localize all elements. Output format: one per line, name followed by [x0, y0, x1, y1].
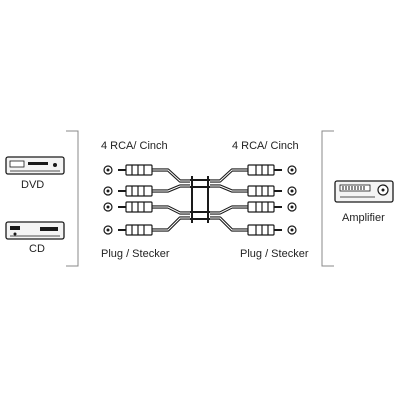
left-plug-caption: Plug / Stecker	[101, 248, 170, 260]
right-connector-header: 4 RCA/ Cinch	[232, 140, 299, 152]
left-sockets	[103, 165, 113, 235]
right-bracket	[321, 130, 334, 267]
left-socket-4	[103, 225, 113, 235]
right-socket-3	[287, 202, 297, 212]
left-bracket	[66, 130, 79, 267]
right-plug-caption: Plug / Stecker	[240, 248, 309, 260]
right-wire-bundle	[210, 168, 248, 232]
cd-label: CD	[29, 243, 45, 255]
dvd-player-icon	[5, 156, 65, 175]
right-sockets	[287, 165, 297, 235]
left-wire-bundle	[152, 168, 190, 232]
right-plug-3	[247, 201, 282, 213]
right-plug-2	[247, 185, 282, 197]
left-plug-3	[118, 201, 153, 213]
cd-player-icon	[5, 221, 65, 240]
right-wire-bundle-inner	[210, 169, 248, 231]
left-plug-4	[118, 224, 153, 236]
amplifier-icon	[334, 180, 394, 203]
dvd-label: DVD	[21, 179, 45, 191]
left-plug-2	[118, 185, 153, 197]
left-socket-3	[103, 202, 113, 212]
right-plug-1	[247, 164, 282, 176]
left-plug-1	[118, 164, 153, 176]
left-socket-2	[103, 186, 113, 196]
right-socket-4	[287, 225, 297, 235]
right-socket-1	[287, 165, 297, 175]
right-socket-2	[287, 186, 297, 196]
left-wire-bundle-inner	[152, 169, 190, 231]
right-plugs	[247, 164, 282, 236]
right-plug-4	[247, 224, 282, 236]
amplifier-label: Amplifier	[342, 212, 385, 224]
center-cable-sleeve	[190, 176, 210, 223]
left-connector-header: 4 RCA/ Cinch	[101, 140, 168, 152]
left-plugs	[118, 164, 153, 236]
left-socket-1	[103, 165, 113, 175]
